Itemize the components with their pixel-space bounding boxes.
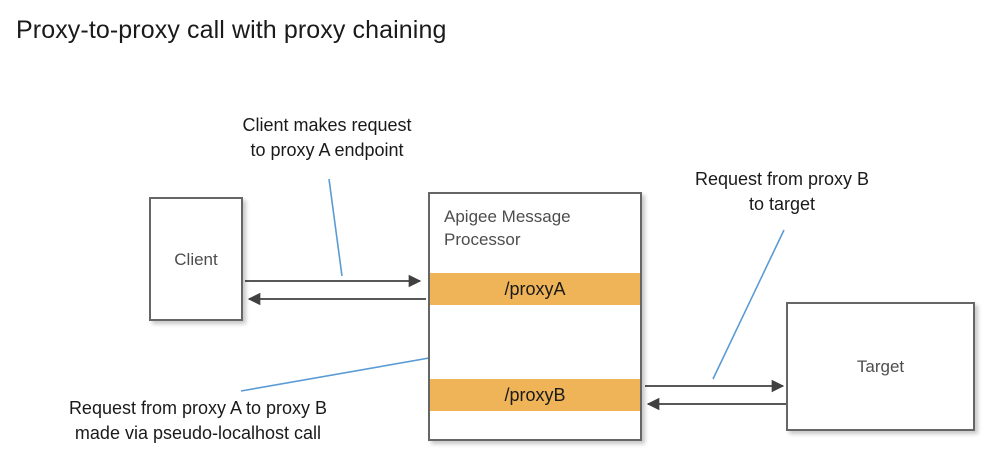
node-proxy-b-label: /proxyB <box>504 384 566 405</box>
annotation-client-request: Client makes request to proxy A endpoint <box>242 115 412 160</box>
node-client-label: Client <box>174 250 218 269</box>
node-target-label: Target <box>856 357 905 376</box>
node-message-processor[interactable]: Apigee Message Processor /proxyA /proxyB <box>428 192 642 441</box>
node-proxy-a-label: /proxyA <box>504 278 566 299</box>
leader-line-client-request <box>328 178 343 277</box>
node-proxy-a[interactable]: /proxyA <box>430 273 640 305</box>
node-target[interactable]: Target <box>786 302 975 431</box>
leader-line-target-request <box>712 229 785 380</box>
annotation-target-request: Request from proxy B to target <box>694 169 870 214</box>
node-message-processor-label: Apigee Message Processor <box>444 207 571 249</box>
page-title: Proxy-to-proxy call with proxy chaining <box>16 16 447 44</box>
annotation-chaining-call: Request from proxy A to proxy B made via… <box>68 398 328 443</box>
node-client[interactable]: Client <box>149 197 243 321</box>
node-proxy-b[interactable]: /proxyB <box>430 379 640 411</box>
